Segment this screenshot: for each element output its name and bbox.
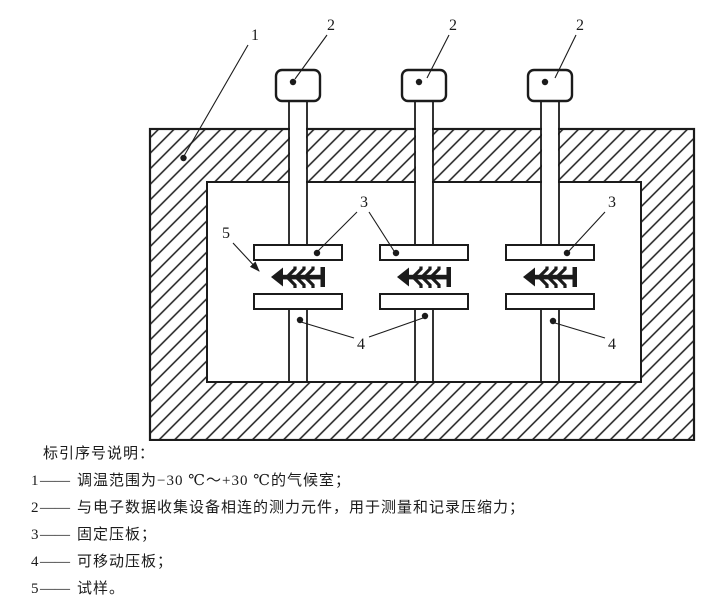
legend-num: 2 xyxy=(31,500,40,516)
callout-3b: 3 xyxy=(608,194,616,211)
legend-dash: —— xyxy=(40,473,70,489)
legend-text: 固定压板； xyxy=(77,527,158,543)
legend-text: 调温范围为−30 ℃～+30 ℃的气候室； xyxy=(77,473,351,489)
leader-fixed-plate-3 xyxy=(568,211,606,252)
leader-movable-plate-1 xyxy=(300,321,355,339)
callout-2c: 2 xyxy=(576,17,584,34)
dot-fixed-plate-1 xyxy=(313,249,321,257)
callout-3a: 3 xyxy=(360,194,368,211)
leader-dots xyxy=(180,154,571,325)
callout-1: 1 xyxy=(251,27,259,44)
legend-text: 试样。 xyxy=(77,581,126,597)
legend-dash: —— xyxy=(40,554,70,570)
dot-chamber xyxy=(180,154,187,162)
leader-specimen-arrow xyxy=(232,242,260,272)
legend-dash: —— xyxy=(40,500,70,516)
leader-load-cell-1 xyxy=(294,34,328,80)
legend-num: 5 xyxy=(31,581,40,597)
legend-dash: —— xyxy=(40,581,70,597)
legend-text: 与电子数据收集设备相连的测力元件，用于测量和记录压缩力； xyxy=(77,500,526,516)
dot-fixed-plate-3 xyxy=(563,249,571,257)
legend-dash: —— xyxy=(40,527,70,543)
dot-movable-plate-3 xyxy=(549,317,557,325)
legend-heading: 标引序号说明： xyxy=(43,446,156,462)
legend-text: 可移动压板； xyxy=(77,554,174,570)
leader-movable-plate-3 xyxy=(554,322,606,339)
dot-movable-plate-2 xyxy=(421,312,429,320)
legend-item-1: 1—— 调温范围为−30 ℃～+30 ℃的气候室； xyxy=(0,468,716,495)
leader-fixed-plate-1 xyxy=(317,211,358,252)
leader-movable-plate-2 xyxy=(368,317,424,338)
legend-item-2: 2—— 与电子数据收集设备相连的测力元件，用于测量和记录压缩力； xyxy=(0,495,716,522)
legend-num: 4 xyxy=(31,554,40,570)
dot-movable-plate-1 xyxy=(296,316,304,324)
dot-fixed-plate-2 xyxy=(392,249,400,257)
callout-2b: 2 xyxy=(449,17,457,34)
leader-load-cell-3 xyxy=(554,34,577,79)
callout-4b: 4 xyxy=(608,336,616,353)
legend: 标引序号说明： 1——调温范围为−30 ℃～+30 ℃的气候室； 2——与电子数… xyxy=(0,441,716,597)
leader-lines xyxy=(183,34,606,339)
apparatus-diagram: 1 2 2 2 3 3 4 4 5 xyxy=(148,17,696,441)
legend-num: 3 xyxy=(31,527,40,543)
callout-labels: 1 2 2 2 3 3 4 4 5 xyxy=(222,17,616,353)
leader-fixed-plate-2 xyxy=(368,211,395,252)
callout-4a: 4 xyxy=(357,336,365,353)
leader-chamber xyxy=(183,44,249,157)
callout-2a: 2 xyxy=(327,17,335,34)
legend-num: 1 xyxy=(31,473,40,489)
legend-item-3: 3—— 固定压板； xyxy=(0,522,716,549)
legend-item-4: 4—— 可移动压板； xyxy=(0,549,716,576)
leader-load-cell-2 xyxy=(426,34,450,79)
legend-item-5: 5—— 试样。 xyxy=(0,576,716,597)
callout-5: 5 xyxy=(222,225,230,242)
